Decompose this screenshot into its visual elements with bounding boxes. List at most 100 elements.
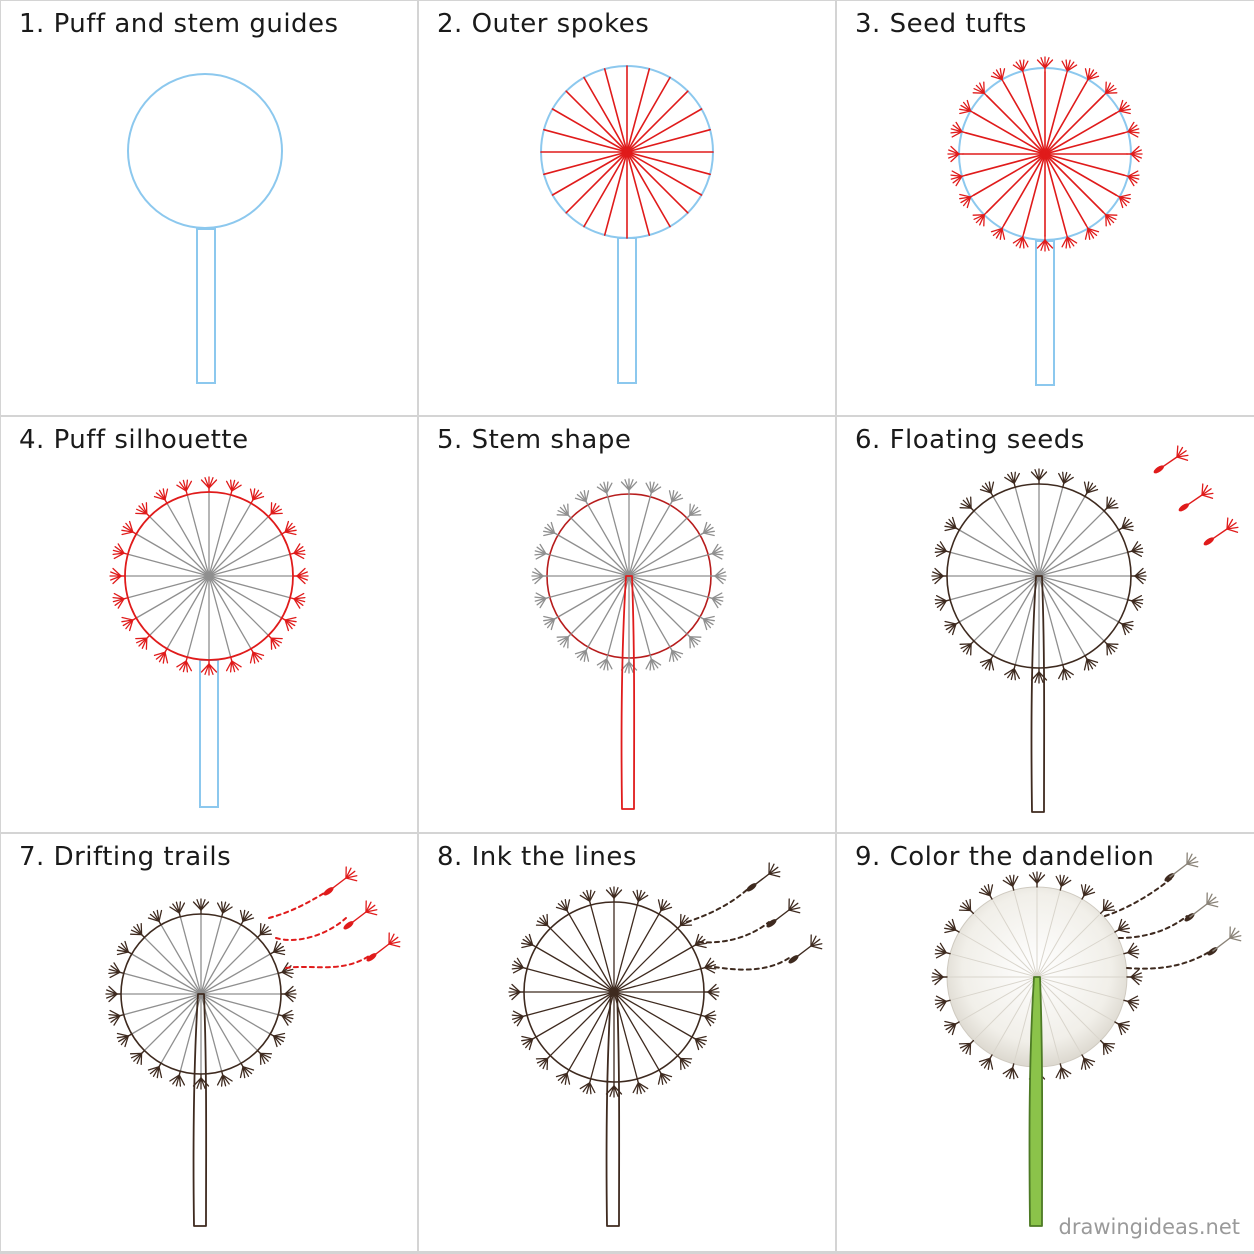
seed-filament xyxy=(365,911,378,916)
drift-trail xyxy=(1118,915,1188,939)
seed-tuft xyxy=(676,1054,693,1071)
seed-tuft xyxy=(281,520,297,536)
tuft-filament xyxy=(130,929,143,936)
tuft-filament xyxy=(714,571,726,577)
seed-filament xyxy=(788,899,795,911)
tuft-filament xyxy=(563,504,569,516)
tuft-filament xyxy=(156,909,160,922)
seed-tuft xyxy=(108,1009,125,1026)
tuft-filament xyxy=(704,967,716,974)
tuft-filament xyxy=(542,1057,549,1070)
tuft-filament xyxy=(536,920,549,927)
tuft-stalk xyxy=(1081,894,1085,900)
tuft-filament xyxy=(128,619,134,632)
tuft-filament xyxy=(539,917,549,927)
tuft-filament xyxy=(645,482,652,494)
seed-tuft xyxy=(950,121,967,138)
tuft-filament xyxy=(281,1015,289,1026)
tuft-filament xyxy=(1034,469,1040,481)
tuft-filament xyxy=(637,1082,649,1090)
tuft-filament xyxy=(934,567,944,577)
tuft-filament xyxy=(153,651,166,657)
spoke xyxy=(628,534,701,577)
tuft-filament xyxy=(525,1038,534,1049)
tuft-filament xyxy=(169,1074,180,1082)
tuft-filament xyxy=(948,153,960,159)
tuft-filament xyxy=(1118,193,1131,198)
tuft-filament xyxy=(944,527,957,532)
tuft-filament xyxy=(539,543,547,555)
seed-tuft xyxy=(645,654,662,671)
tuft-filament xyxy=(973,214,985,220)
tuft-filament xyxy=(1063,476,1074,484)
tuft-filament xyxy=(185,479,189,492)
floating-seed xyxy=(1153,445,1189,474)
tuft-filament xyxy=(229,479,233,492)
tuft-filament xyxy=(934,999,947,1002)
tuft-stalk xyxy=(649,492,653,498)
tuft-filament xyxy=(650,486,662,494)
tuft-filament xyxy=(1121,521,1133,529)
tuft-stalk xyxy=(669,646,673,652)
tuft-stalk xyxy=(281,617,286,621)
spoke xyxy=(123,993,202,1016)
tuft-filament xyxy=(281,968,294,973)
spoke xyxy=(628,575,701,618)
tuft-filament xyxy=(284,993,294,1003)
spoke xyxy=(958,529,1040,577)
stem-outline xyxy=(192,993,208,1227)
tuft-filament xyxy=(158,1066,163,1079)
seed-tuft xyxy=(1083,481,1099,498)
tuft-filament xyxy=(962,499,972,509)
tuft-filament xyxy=(153,495,166,501)
tuft-filament xyxy=(522,1038,534,1046)
tuft-filament xyxy=(136,637,148,644)
tuft-filament xyxy=(660,1072,668,1084)
seed-filament xyxy=(345,875,358,879)
tuft-filament xyxy=(671,493,682,503)
seed-filament xyxy=(1176,446,1184,458)
tuft-filament xyxy=(1012,874,1015,887)
tuft-filament xyxy=(714,575,726,581)
spoke xyxy=(992,900,1038,978)
spoke xyxy=(583,151,628,228)
seed-stalk xyxy=(371,943,390,958)
spoke xyxy=(127,575,210,599)
tuft-filament xyxy=(147,1066,160,1071)
tuft-filament xyxy=(1121,527,1134,532)
tuft-filament xyxy=(1134,575,1144,585)
tuft-filament xyxy=(1127,999,1140,1002)
tuft-filament xyxy=(1117,927,1130,931)
tuft-filament xyxy=(117,543,125,554)
tuft-filament xyxy=(546,523,556,534)
tuft-filament xyxy=(1061,236,1068,248)
tuft-filament xyxy=(155,651,166,660)
spoke xyxy=(1036,976,1114,1022)
tuft-filament xyxy=(1004,476,1015,484)
tuft-filament xyxy=(293,543,301,554)
tuft-filament xyxy=(1012,1067,1015,1080)
spoke xyxy=(1038,575,1120,623)
tuft-stalk xyxy=(1123,951,1129,955)
tuft-filament xyxy=(1127,175,1138,184)
step-title: 2. Outer spokes xyxy=(437,9,650,39)
seed-tufts xyxy=(531,478,727,674)
tuft-stalk xyxy=(1099,1039,1105,1045)
tuft-filament xyxy=(1038,671,1044,683)
spoke xyxy=(200,924,242,995)
tuft-filament xyxy=(585,490,590,503)
seed-tufts xyxy=(109,476,309,676)
tuft-filament xyxy=(939,942,947,954)
tuft-stalk xyxy=(567,514,572,519)
tuft-filament xyxy=(259,1052,269,1062)
tuft-filament xyxy=(1130,153,1142,159)
stem-guide xyxy=(617,237,637,384)
tuft-filament xyxy=(576,649,587,659)
floating-seed xyxy=(343,900,378,930)
tuft-stalk xyxy=(1021,70,1025,76)
tuft-filament xyxy=(200,1077,206,1089)
tuft-filament xyxy=(1131,547,1144,552)
tuft-filament xyxy=(1105,214,1117,220)
tuft-stalk xyxy=(1001,224,1005,230)
tuft-filament xyxy=(1102,902,1112,912)
